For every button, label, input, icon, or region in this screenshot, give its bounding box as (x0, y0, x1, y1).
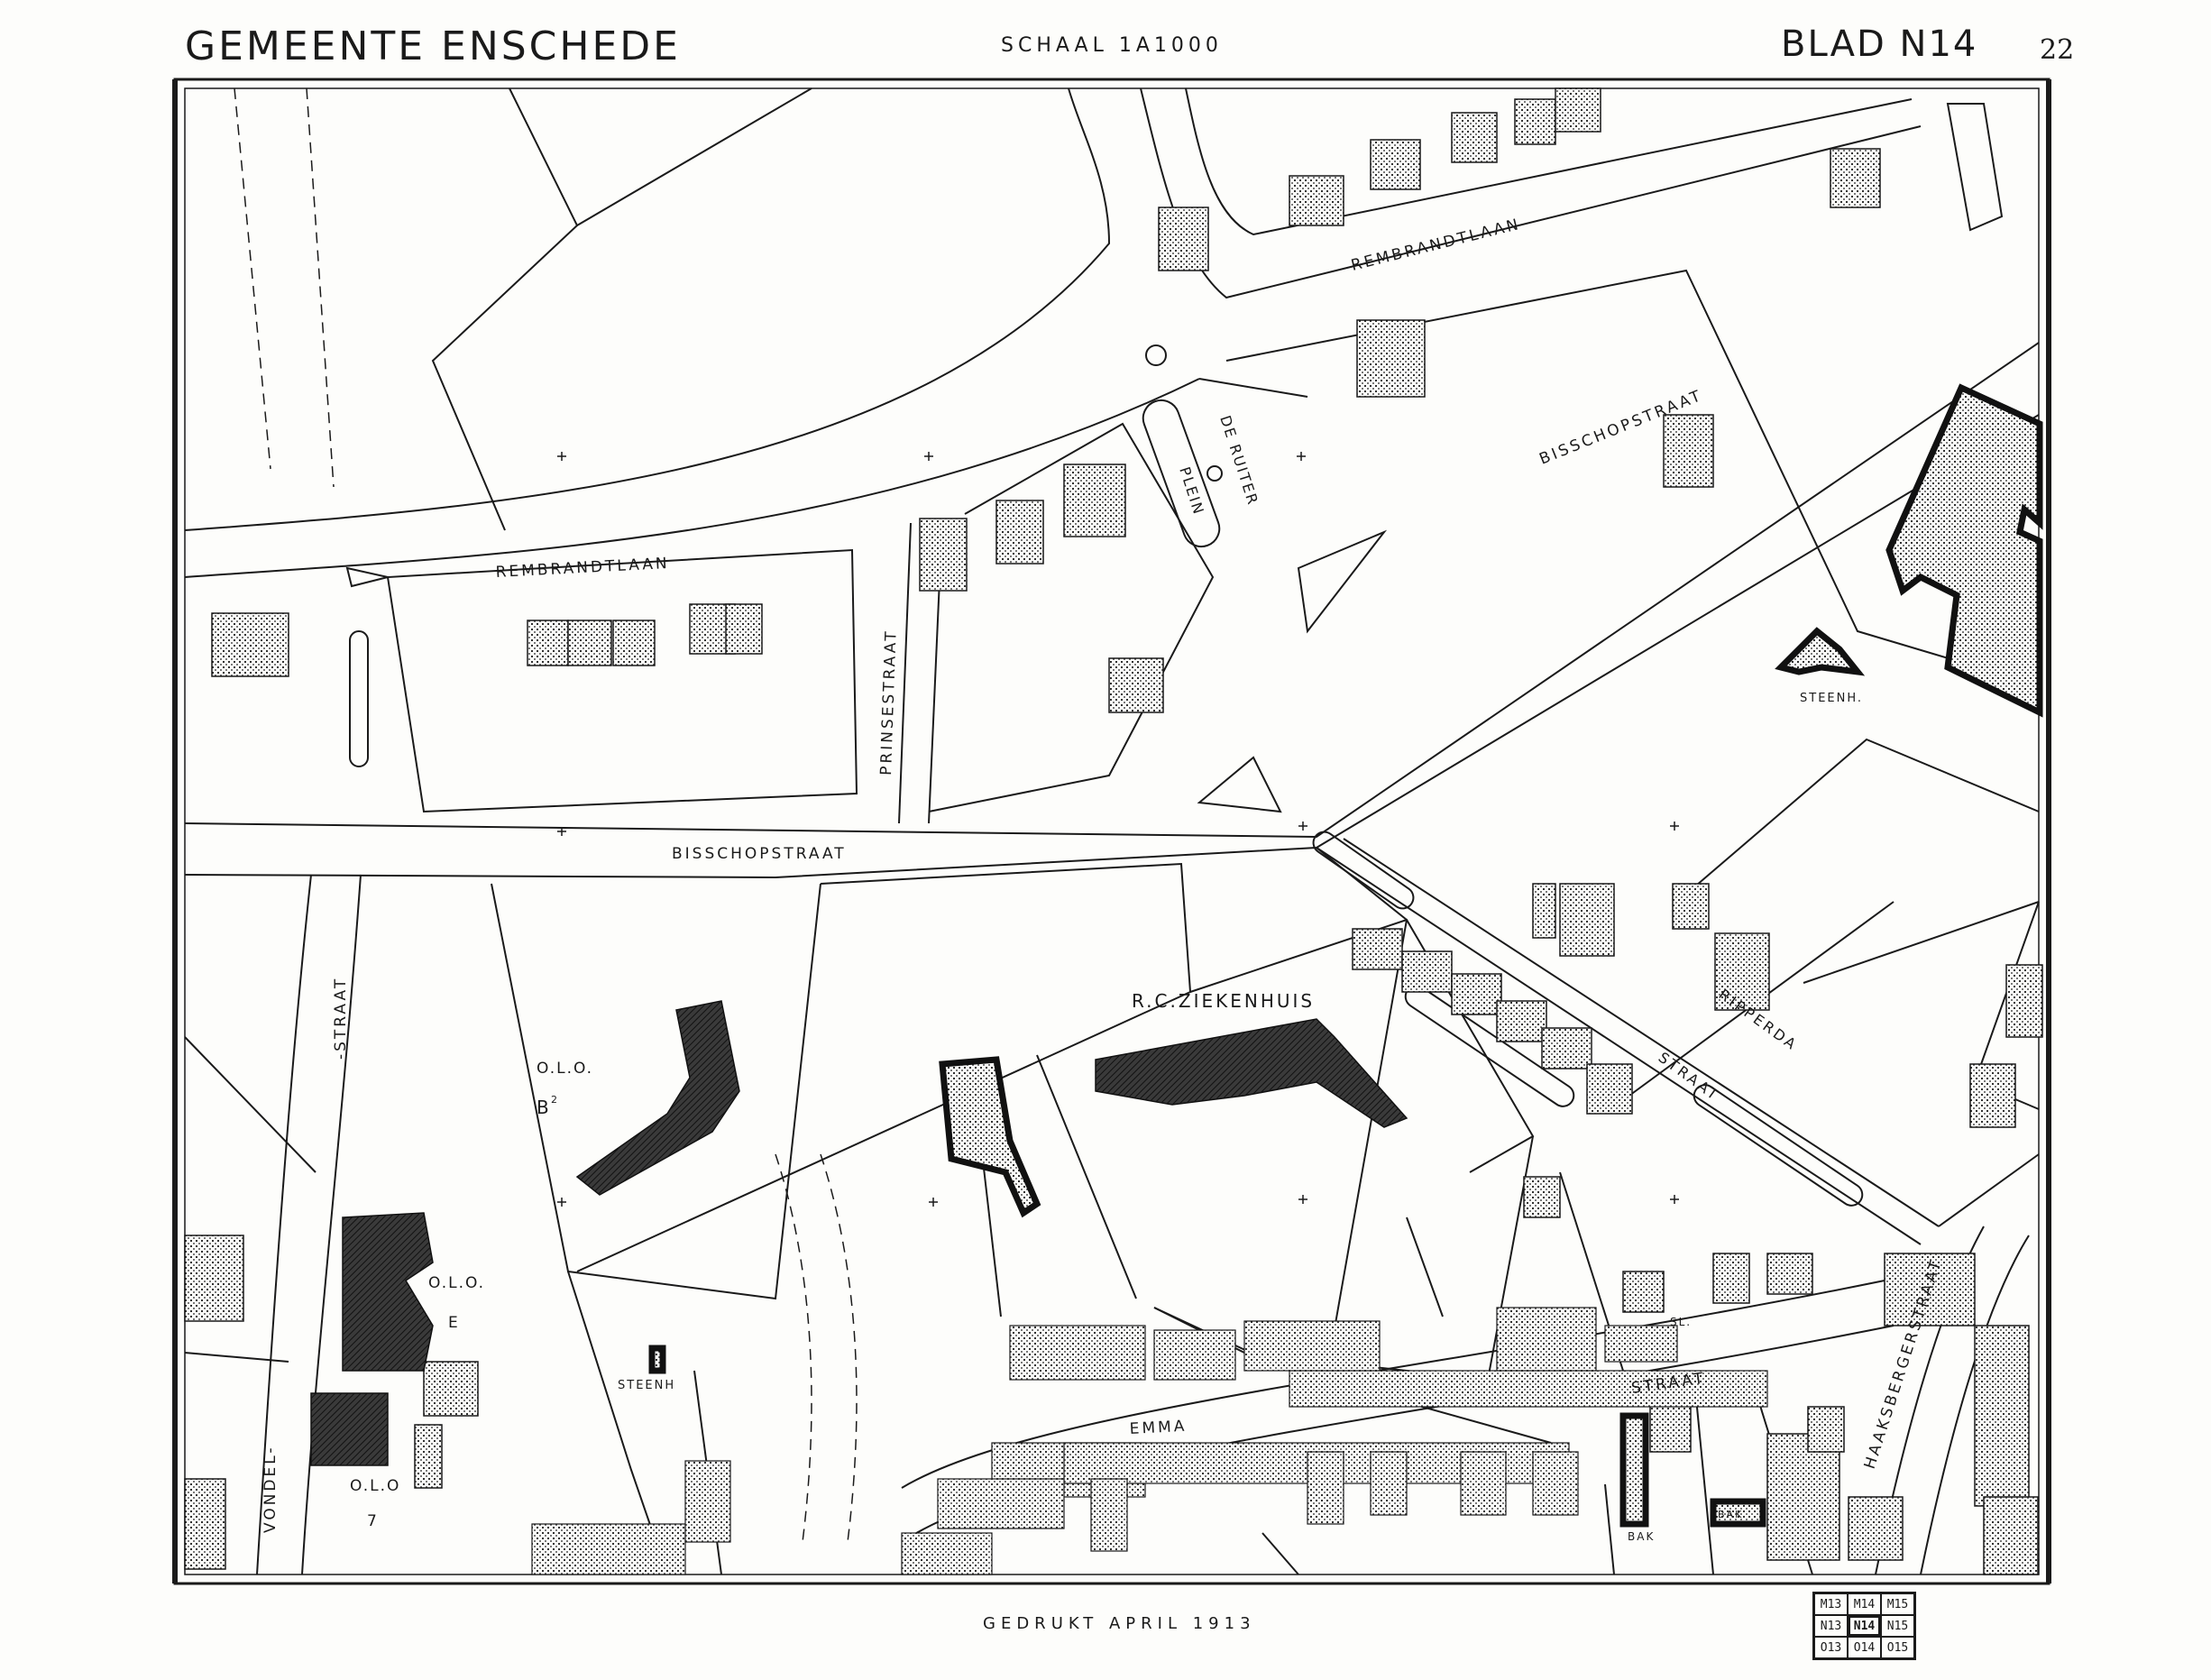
building-labels: R.C.ZIEKENHUIS O.L.O. B 2 O.L.O. E O.L.O… (350, 692, 1863, 1543)
olo-b-building (575, 1000, 740, 1196)
street-label-plein: PLEIN (1176, 464, 1207, 518)
label-steenh-south: STEENH (618, 1379, 675, 1392)
street-label-straat-vondel: -STRAAT (332, 977, 350, 1060)
label-olo-b-sup: 2 (551, 1094, 559, 1106)
traffic-islands (345, 103, 2004, 1207)
street-label-de-ruiter: DE RUITER (1216, 413, 1261, 508)
olo-e-building (342, 1212, 434, 1372)
label-sl: SL. (1670, 1316, 1692, 1328)
sheet-index-cell: O15 (1881, 1637, 1914, 1658)
residential-buildings (184, 87, 2043, 1575)
street-label-emma: EMMA (1129, 1418, 1188, 1438)
street-label-prinsestraat: PRINSESTRAAT (877, 629, 901, 776)
survey-markers (557, 452, 1679, 1207)
ziekenhuis-building (1095, 1018, 1408, 1128)
street-label-rembrandtlaan-north: REMBRANDTLAAN (1349, 216, 1522, 275)
sheet-label: BLAD N14 (1781, 23, 1978, 65)
sheet-index-cell: O13 (1814, 1637, 1848, 1658)
highlighted-buildings (648, 383, 2043, 1528)
map-title: GEMEENTE ENSCHEDE (185, 23, 681, 69)
label-bak2: BAK (1718, 1509, 1743, 1520)
sheet-number: 22 (2040, 34, 2075, 66)
sheet-index-cell: N13 (1814, 1615, 1848, 1637)
sheet-index-grid: M13 M14 M15 N13 N14 N15 O13 O14 O15 (1812, 1592, 1916, 1660)
public-buildings (310, 1000, 1408, 1466)
olo-7-building (310, 1392, 389, 1466)
street-label-vondel: VONDEL- (261, 1445, 280, 1533)
sheet-index-cell: M13 (1814, 1593, 1848, 1615)
emmastraat-houses (531, 1307, 1768, 1575)
label-olo-e-sub: E (448, 1314, 460, 1332)
dashed-lines (234, 87, 858, 1543)
street-label-bisschopstraat-west: BISSCHOPSTRAAT (672, 845, 847, 863)
label-olo-7-sub: 7 (367, 1512, 379, 1530)
sheet-index-cell: O14 (1848, 1637, 1881, 1658)
map-frame (172, 78, 2051, 1585)
label-olo-b-sub: B (537, 1097, 551, 1118)
print-date: GEDRUKT APRIL 1913 (983, 1614, 1256, 1633)
label-steenh-east: STEENH. (1800, 692, 1863, 705)
label-ziekenhuis: R.C.ZIEKENHUIS (1132, 990, 1315, 1012)
label-olo-b: O.L.O. (537, 1060, 593, 1078)
label-olo-7: O.L.O (350, 1477, 400, 1495)
sheet-index-cell: N15 (1881, 1615, 1914, 1637)
sheet-index-current: N14 (1848, 1615, 1881, 1637)
label-olo-e: O.L.O. (428, 1274, 485, 1292)
label-bak: BAK (1628, 1530, 1655, 1543)
map-scale: SCHAAL 1A1000 (1001, 34, 1223, 57)
sheet-index-cell: M15 (1881, 1593, 1914, 1615)
sheet-index-cell: M14 (1848, 1593, 1881, 1615)
street-label-rembrandtlaan-west: REMBRANDTLAAN (495, 555, 670, 582)
